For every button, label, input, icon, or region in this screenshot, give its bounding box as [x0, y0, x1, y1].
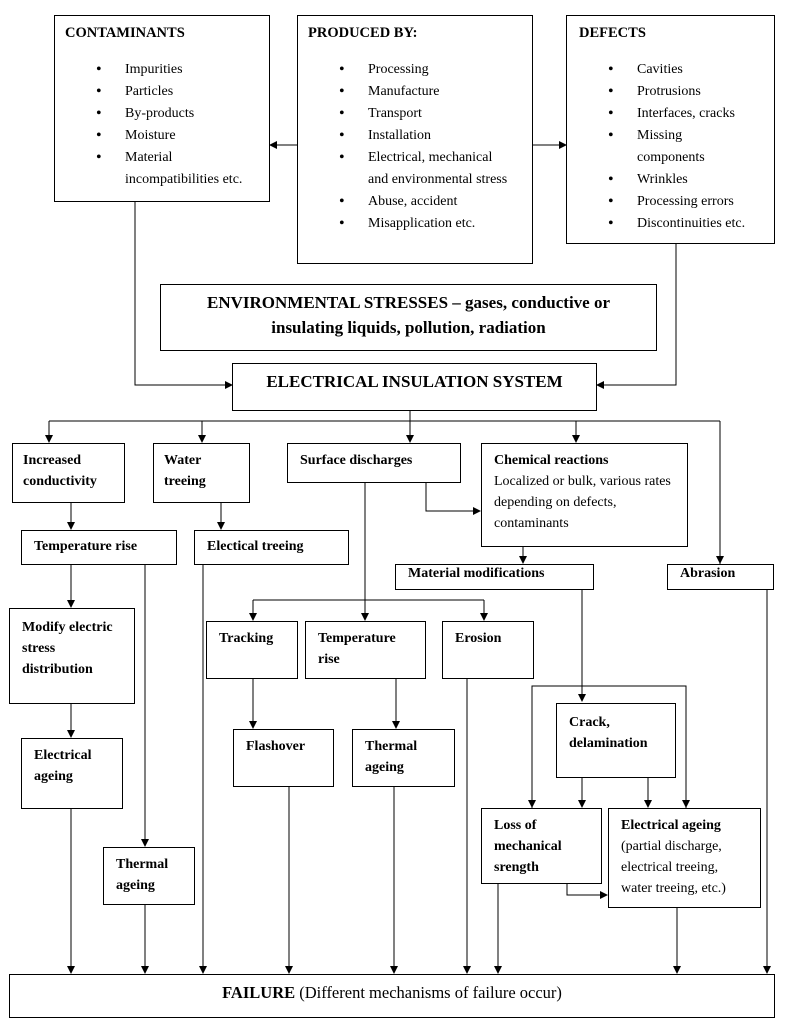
list-item: Protrusions — [567, 81, 774, 103]
failure-desc: (Different mechanisms of failure occur) — [299, 983, 562, 1002]
list-item: Abuse, accident — [298, 191, 532, 213]
list-item: Processing errors — [567, 191, 774, 213]
defects-title: DEFECTS — [579, 25, 646, 41]
list-item: Cavities — [567, 59, 774, 81]
failure-box: FAILURE (Different mechanisms of failure… — [9, 974, 775, 1018]
increased-conductivity-box: Increased conductivity — [12, 443, 125, 503]
defects-box: DEFECTS Cavities Protrusions Interfaces,… — [566, 15, 775, 244]
insulation-system-box: ELECTRICAL INSULATION SYSTEM — [232, 363, 597, 411]
contaminants-list: Impurities Particles By-products Moistur… — [55, 59, 269, 191]
list-item: Processing — [298, 59, 532, 81]
abrasion-box: Abrasion — [667, 564, 774, 590]
flashover-box: Flashover — [233, 729, 334, 787]
list-item: Missing components — [567, 125, 774, 169]
produced-by-list: Processing Manufacture Transport Install… — [298, 59, 532, 235]
electrical-ageing-2-desc: (partial discharge, electrical treeing, … — [621, 839, 726, 896]
temperature-rise-box: Temperature rise — [21, 530, 177, 565]
list-item: Particles — [55, 81, 269, 103]
electrical-ageing-2-title: Electrical ageing — [621, 818, 721, 833]
contaminants-box: CONTAMINANTS Impurities Particles By-pro… — [54, 15, 270, 202]
water-treeing-box: Water treeing — [153, 443, 250, 503]
list-item: Moisture — [55, 125, 269, 147]
chemical-reactions-title: Chemical reactions — [494, 453, 609, 468]
electrical-ageing-2-box: Electrical ageing (partial discharge, el… — [608, 808, 761, 908]
list-item: Wrinkles — [567, 169, 774, 191]
contaminants-title: CONTAMINANTS — [65, 25, 185, 41]
list-item: Misapplication etc. — [298, 213, 532, 235]
surface-discharges-box: Surface discharges — [287, 443, 461, 483]
chemical-reactions-desc: Localized or bulk, various rates dependi… — [494, 474, 671, 531]
list-item: Impurities — [55, 59, 269, 81]
list-item: Electrical, mechanical and environmental… — [298, 147, 532, 191]
electrical-treeing-box: Electical treeing — [194, 530, 349, 565]
tracking-box: Tracking — [206, 621, 298, 679]
temperature-rise-2-box: Temperature rise — [305, 621, 426, 679]
material-modifications-box: Material modifications — [395, 564, 594, 590]
environmental-stresses-box: ENVIRONMENTAL STRESSES – gases, conducti… — [160, 284, 657, 351]
list-item: Transport — [298, 103, 532, 125]
list-item: Manufacture — [298, 81, 532, 103]
thermal-ageing-box: Thermal ageing — [103, 847, 195, 905]
list-item: By-products — [55, 103, 269, 125]
produced-by-title: PRODUCED BY: — [308, 25, 418, 41]
thermal-ageing-2-box: Thermal ageing — [352, 729, 455, 787]
list-item: Material incompatibilities etc. — [55, 147, 269, 191]
produced-by-box: PRODUCED BY: Processing Manufacture Tran… — [297, 15, 533, 264]
crack-delamination-box: Crack, delamination — [556, 703, 676, 778]
list-item: Interfaces, cracks — [567, 103, 774, 125]
failure-title: FAILURE — [222, 983, 296, 1002]
erosion-box: Erosion — [442, 621, 534, 679]
list-item: Installation — [298, 125, 532, 147]
chemical-reactions-box: Chemical reactions Localized or bulk, va… — [481, 443, 688, 547]
loss-mechanical-strength-box: Loss of mechanical srength — [481, 808, 602, 884]
defects-list: Cavities Protrusions Interfaces, cracks … — [567, 59, 774, 235]
electrical-ageing-box: Electrical ageing — [21, 738, 123, 809]
modify-stress-box: Modify electric stress distribution — [9, 608, 135, 704]
list-item: Discontinuities etc. — [567, 213, 774, 235]
